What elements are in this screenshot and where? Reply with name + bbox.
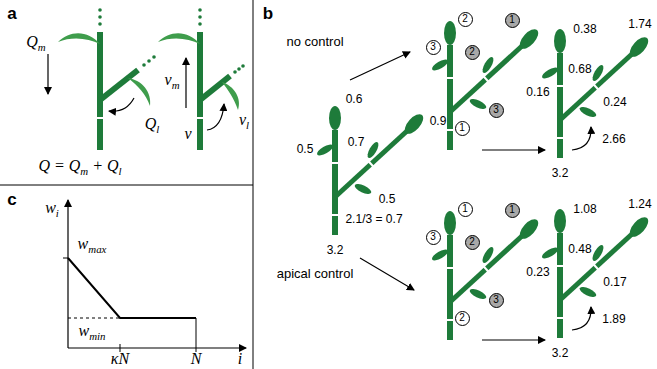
value-label: 0.48 — [568, 243, 591, 256]
bud-circle: 3 — [426, 40, 441, 55]
value-label: 0.5 — [379, 193, 396, 206]
value-label: 0.9 — [430, 115, 447, 128]
value-label: 2.1/3 = 0.7 — [345, 213, 402, 226]
callout-number: 2 — [459, 313, 465, 323]
bud-circle: 2 — [455, 311, 470, 326]
callout-number: 1 — [459, 123, 465, 133]
scenario-label: apical control — [277, 267, 354, 281]
value-label: 1.89 — [602, 313, 625, 326]
shaded-bud-circle: 2 — [465, 235, 480, 250]
shaded-bud-circle: 1 — [505, 203, 520, 218]
callout-number: 3 — [493, 295, 499, 305]
callout-number: 1 — [509, 205, 515, 215]
axis-label: i — [238, 350, 242, 368]
callout-number: 2 — [469, 237, 475, 247]
callout-number: 2 — [462, 14, 468, 24]
velocity-label: vl — [239, 111, 249, 129]
callout-number: 1 — [462, 204, 468, 214]
flux-label: Qm — [26, 33, 45, 51]
value-label: 0.68 — [568, 63, 591, 76]
value-label: 1.74 — [628, 18, 651, 31]
value-label: 0.23 — [526, 266, 549, 279]
shaded-bud-circle: 1 — [505, 13, 520, 28]
shaded-bud-circle: 3 — [489, 103, 504, 118]
axis-label: wmax — [78, 235, 107, 253]
callout-number: 3 — [493, 105, 499, 115]
equation: Q = Qm + Ql — [38, 157, 121, 175]
velocity-label: v — [184, 125, 191, 143]
value-label: 1.08 — [573, 203, 596, 216]
value-label: 0.6 — [346, 93, 363, 106]
value-label: 3.2 — [552, 347, 569, 360]
panel-letter: a — [7, 5, 16, 24]
value-label: 0.16 — [526, 86, 549, 99]
shaded-bud-circle: 2 — [465, 45, 480, 60]
axis-label: wi — [45, 199, 59, 217]
scenario-label: no control — [286, 35, 343, 49]
value-label: 0.7 — [348, 136, 365, 149]
velocity-label: vm — [165, 71, 180, 89]
bud-circle: 1 — [458, 202, 473, 217]
value-label: 0.24 — [603, 96, 626, 109]
callout-number: 3 — [430, 42, 436, 52]
value-label: 0.5 — [297, 143, 314, 156]
panel-letter: c — [7, 191, 16, 210]
bud-circle: 1 — [455, 121, 470, 136]
axis-tick-label: N — [191, 350, 202, 368]
callout-number: 2 — [469, 47, 475, 57]
value-label: 3.2 — [552, 167, 569, 180]
flux-label: Ql — [145, 115, 160, 133]
bud-circle: 3 — [426, 230, 441, 245]
bud-circle: 2 — [458, 12, 473, 27]
value-label: 0.17 — [603, 276, 626, 289]
value-label: 0.38 — [573, 23, 596, 36]
callout-number: 3 — [430, 232, 436, 242]
callout-number: 1 — [509, 15, 515, 25]
shaded-bud-circle: 3 — [489, 293, 504, 308]
axis-tick-label: κN — [111, 350, 129, 368]
axis-label: wmin — [79, 322, 106, 340]
value-label: 2.66 — [602, 133, 625, 146]
value-label: 1.24 — [628, 198, 651, 211]
panel-letter: b — [263, 5, 273, 24]
value-label: 3.2 — [327, 244, 344, 257]
